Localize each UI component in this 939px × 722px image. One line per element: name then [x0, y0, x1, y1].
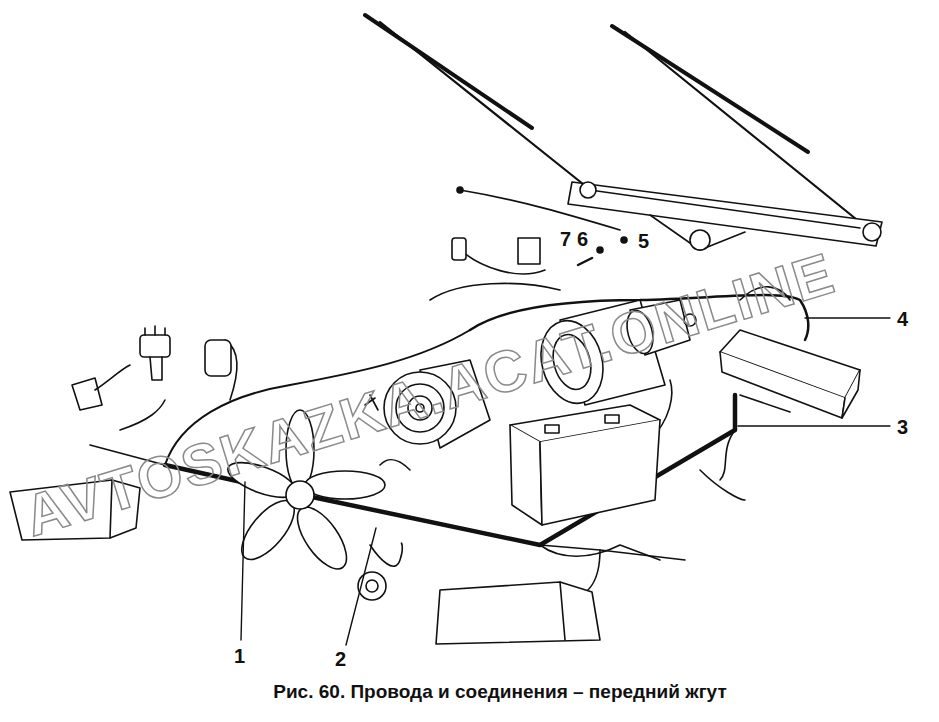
- watermark: AVTOSKAZKA.ACAT.ONLINE: [18, 243, 841, 545]
- callout-number: 6: [577, 229, 588, 249]
- battery: [510, 405, 660, 525]
- callout-number: 5: [638, 231, 649, 251]
- callout-number: 7: [560, 229, 571, 249]
- figure-caption: Рис. 60. Провода и соединения – передний…: [273, 682, 726, 701]
- wiper-assembly: [365, 15, 882, 250]
- callout-number: 1: [234, 646, 245, 666]
- callout-number: 2: [335, 649, 346, 669]
- callout-number: 4: [897, 309, 908, 329]
- callout-number: 3: [897, 417, 908, 437]
- horn: [358, 572, 386, 600]
- fuse-box: [720, 330, 860, 418]
